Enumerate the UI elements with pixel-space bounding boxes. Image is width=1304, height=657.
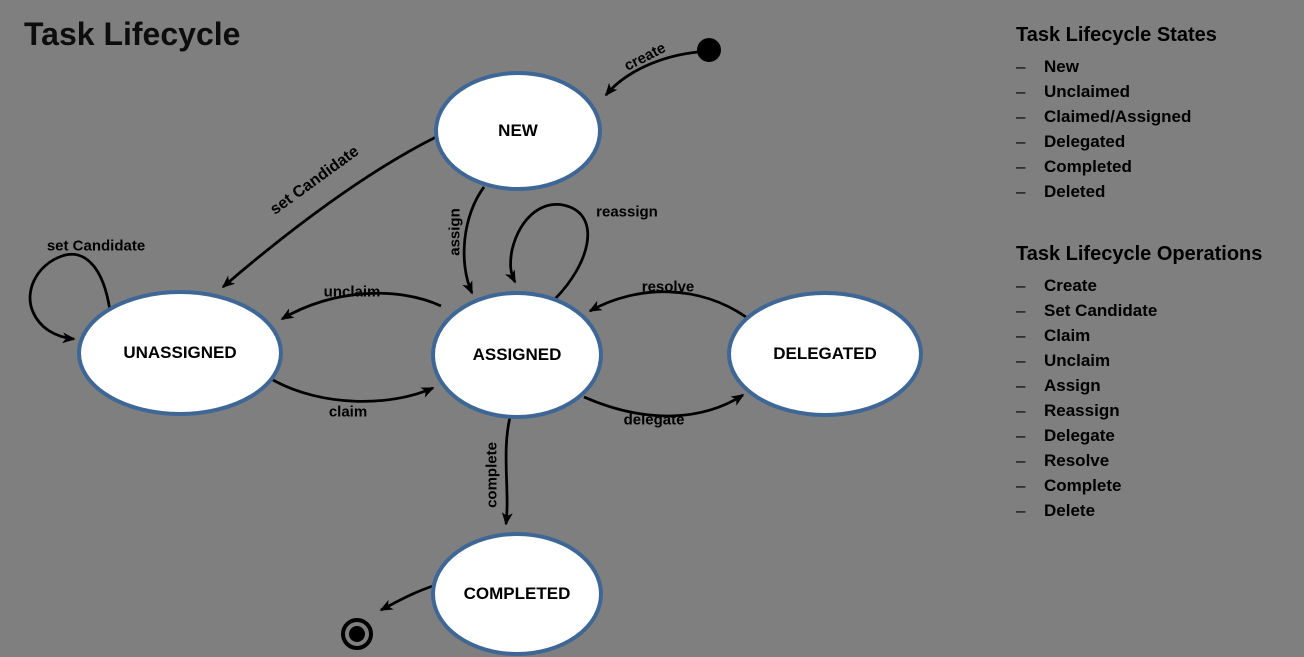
state-new: [434, 71, 602, 191]
legend-operation-item: – Assign: [1016, 373, 1301, 398]
legend-operation-item: – Delete: [1016, 498, 1301, 523]
legend-operations-heading: Task Lifecycle Operations: [1016, 243, 1263, 265]
bullet-dash: –: [1016, 300, 1026, 320]
bullet-dash: –: [1016, 275, 1026, 295]
legend-operation-item: – Resolve: [1016, 448, 1301, 473]
legend-state-item: – Completed: [1016, 154, 1301, 179]
edge-delete: [379, 583, 437, 612]
legend-operation-label: Complete: [1044, 475, 1122, 495]
legend-state-label: New: [1044, 56, 1079, 76]
edge-label-delegate: delegate: [623, 411, 685, 429]
edge-reassign: [505, 202, 590, 300]
legend-operation-label: Resolve: [1044, 450, 1110, 470]
legend-operation-label: Create: [1044, 275, 1097, 295]
legend-state-label: Delegated: [1044, 131, 1126, 151]
state-completed: [431, 532, 603, 656]
bullet-dash: –: [1016, 106, 1026, 126]
legend-operation-item: – Complete: [1016, 473, 1301, 498]
edge-set-candidate: [221, 135, 437, 289]
state-label-assigned: ASSIGNED: [472, 345, 562, 364]
legend-state-label: Completed: [1044, 156, 1132, 176]
edge-unclaim: [280, 291, 442, 321]
edge-complete: [501, 412, 513, 526]
edge-assign: [462, 186, 486, 295]
state-assigned: [431, 291, 603, 419]
state-unassigned: [77, 290, 283, 416]
legend-state-item: – Deleted: [1016, 179, 1301, 204]
initial-state-icon: [697, 38, 721, 62]
edge-claim: [272, 378, 435, 403]
state-label-completed: COMPLETED: [463, 584, 571, 603]
legend-operation-item: – Set Candidate: [1016, 298, 1301, 323]
legend-operation-label: Set Candidate: [1044, 300, 1158, 320]
edge-label-set-candidate-loop: set Candidate: [46, 237, 146, 255]
legend-state-label: Claimed/Assigned: [1044, 106, 1192, 126]
bullet-dash: –: [1016, 181, 1026, 201]
page-title: Task Lifecycle: [24, 16, 241, 52]
legend-operation-item: – Claim: [1016, 323, 1301, 348]
bullet-dash: –: [1016, 425, 1026, 445]
state-delegated: [727, 291, 923, 417]
legend-operation-item: – Create: [1016, 273, 1301, 298]
legend-operation-label: Claim: [1044, 325, 1091, 345]
edge-label-resolve: resolve: [641, 278, 695, 296]
bullet-dash: –: [1016, 500, 1026, 520]
legend-state-item: – Unclaimed: [1016, 79, 1301, 104]
edge-label-reassign: reassign: [596, 203, 658, 221]
edge-delegate: [583, 393, 745, 418]
bullet-dash: –: [1016, 81, 1026, 101]
legend-state-item: – Claimed/Assigned: [1016, 104, 1301, 129]
edge-label-claim: claim: [328, 403, 368, 421]
legend-operation-label: Reassign: [1044, 400, 1120, 420]
final-state-icon: [341, 618, 373, 650]
legend-state-label: Unclaimed: [1044, 81, 1130, 101]
bullet-dash: –: [1016, 350, 1026, 370]
bullet-dash: –: [1016, 475, 1026, 495]
bullet-dash: –: [1016, 56, 1026, 76]
legend-operation-item: – Delegate: [1016, 423, 1301, 448]
state-label-new: NEW: [498, 121, 538, 140]
legend-operation-label: Assign: [1044, 375, 1101, 395]
legend-state-item: – Delegated: [1016, 129, 1301, 154]
edge-label-assign: assign: [446, 208, 464, 256]
legend-operation-item: – Unclaim: [1016, 348, 1301, 373]
edge-label-unclaim: unclaim: [323, 283, 381, 301]
legend-state-item: – New: [1016, 54, 1301, 79]
legend-operation-label: Delegate: [1044, 425, 1115, 445]
bullet-dash: –: [1016, 156, 1026, 176]
edge-create: [604, 50, 699, 97]
bullet-dash: –: [1016, 325, 1026, 345]
edge-set-candidate-loop: [28, 253, 112, 344]
bullet-dash: –: [1016, 400, 1026, 420]
legend-state-label: Deleted: [1044, 181, 1106, 201]
legend-states-heading: Task Lifecycle States: [1016, 24, 1217, 46]
bullet-dash: –: [1016, 131, 1026, 151]
edge-label-complete: complete: [483, 442, 501, 508]
state-label-delegated: DELEGATED: [773, 344, 877, 363]
state-label-unassigned: UNASSIGNED: [123, 343, 237, 362]
legend-panel: Task Lifecycle States – New – Unclaimed …: [1016, 24, 1301, 523]
legend-operation-label: Unclaim: [1044, 350, 1111, 370]
legend-operation-label: Delete: [1044, 500, 1096, 520]
bullet-dash: –: [1016, 375, 1026, 395]
edge-resolve: [588, 290, 747, 319]
legend-operation-item: – Reassign: [1016, 398, 1301, 423]
bullet-dash: –: [1016, 450, 1026, 470]
